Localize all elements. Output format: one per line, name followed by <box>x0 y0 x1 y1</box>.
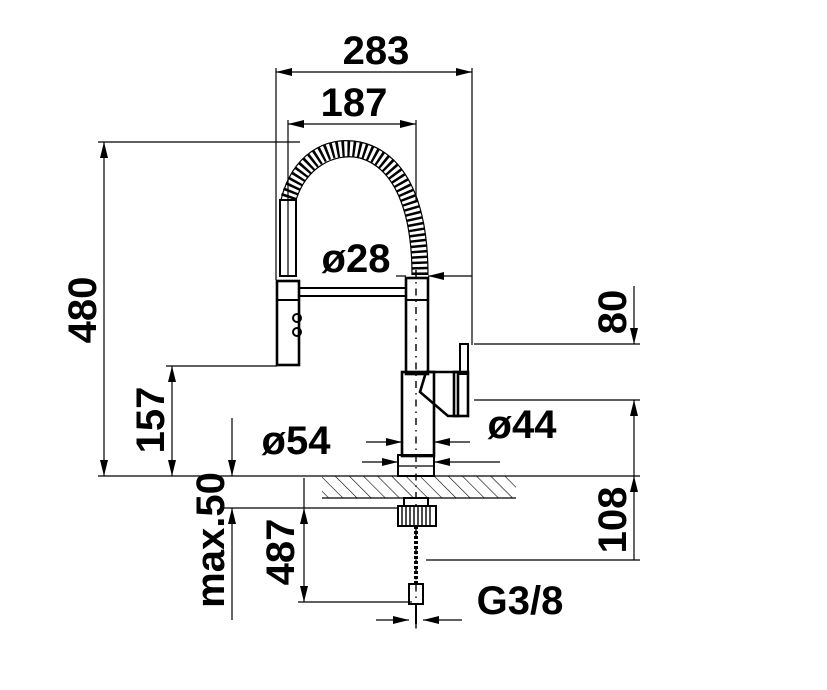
faucet-body <box>275 140 470 630</box>
dim-spout-diameter: ø28 <box>322 237 391 281</box>
dimension-lines <box>98 68 640 624</box>
dim-base-diameter: ø54 <box>262 419 332 463</box>
dim-spray-head-height: 157 <box>129 387 173 454</box>
dim-max-counter-thickness: max.50 <box>189 472 233 608</box>
dim-body-diameter: ø44 <box>488 403 558 447</box>
dim-total-height: 480 <box>61 277 105 344</box>
dim-lever-height: 80 <box>591 290 635 335</box>
dim-hose-length: 487 <box>259 519 303 586</box>
dim-below-counter: 108 <box>591 487 635 554</box>
dim-overall-width: 283 <box>343 29 410 73</box>
countertop <box>98 475 640 499</box>
dim-connection-thread: G3/8 <box>477 579 564 623</box>
dim-spout-reach: 187 <box>321 81 388 125</box>
